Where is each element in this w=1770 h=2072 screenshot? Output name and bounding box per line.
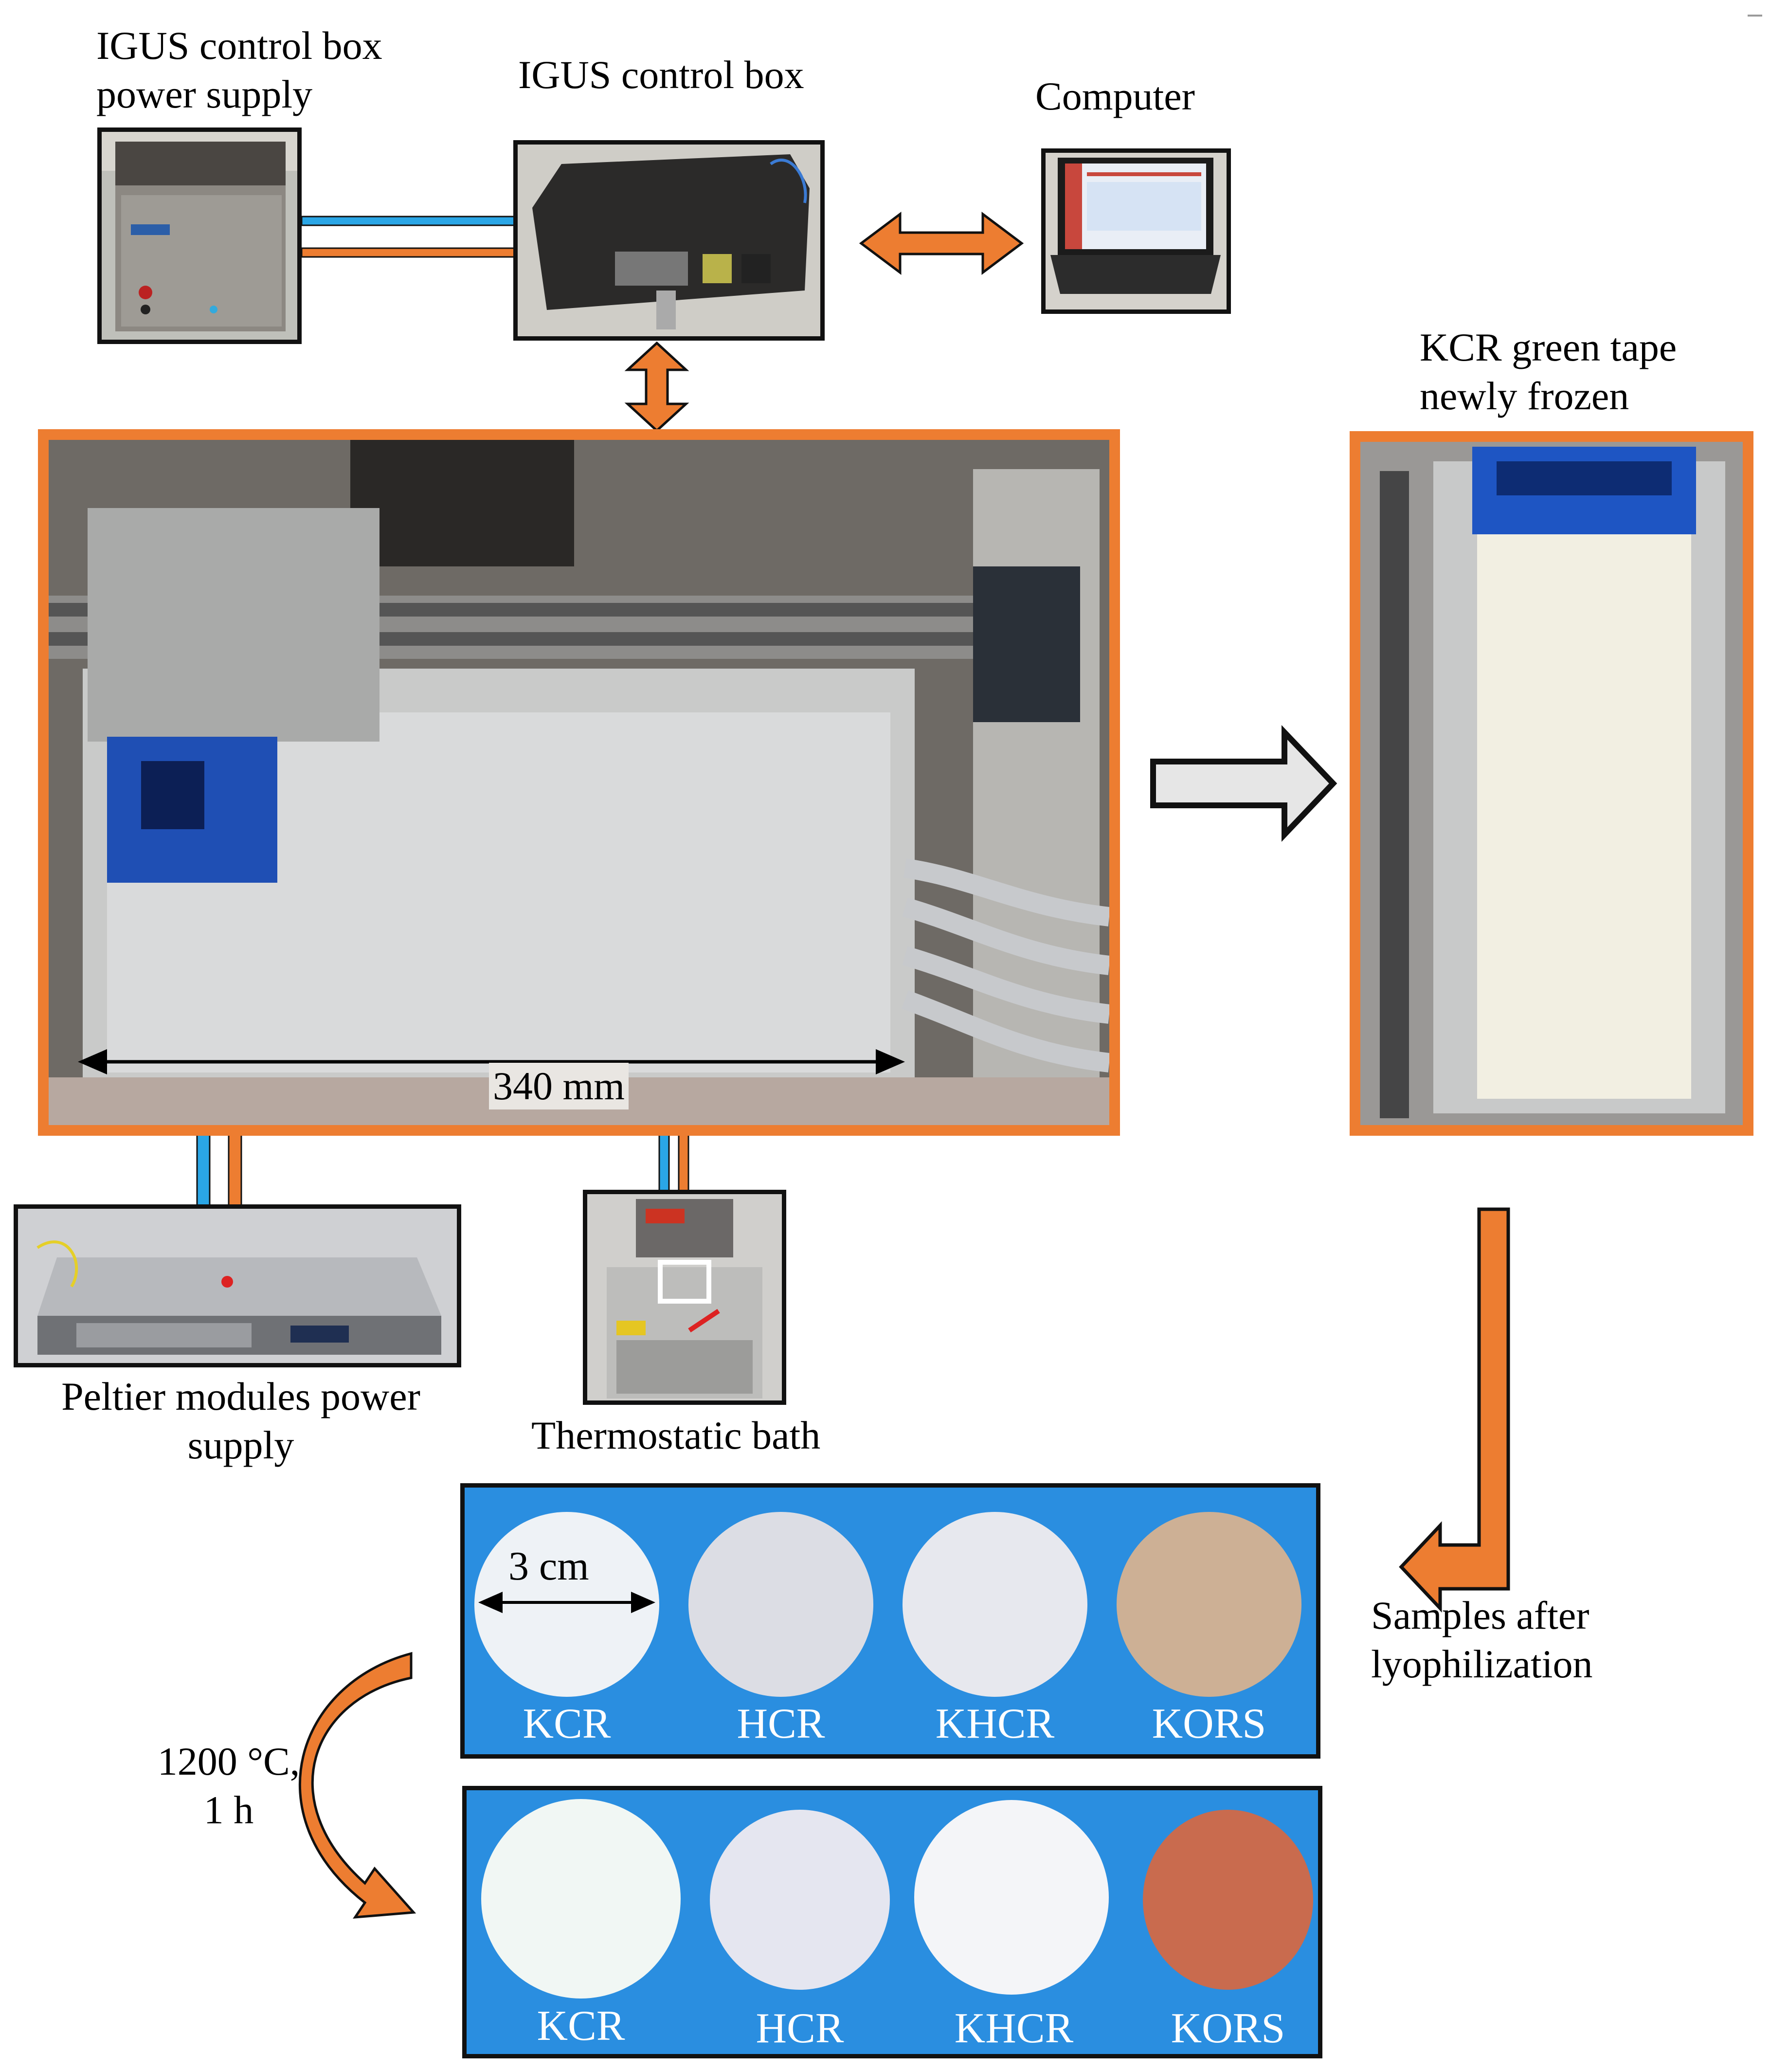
sample-label: HCR [737, 1700, 825, 1747]
kcr-tape-label-line1: KCR green tape [1420, 325, 1677, 369]
power-supply-label-line1: IGUS control box [96, 23, 382, 68]
sintering-label-line2: 1 h [203, 1788, 254, 1832]
thermostatic-bath-label: Thermostatic bath [531, 1413, 821, 1457]
laptop-image [1050, 158, 1221, 294]
freeze-casting-setup-photo: 340 mm [38, 429, 1120, 1136]
samples-label-line2: lyophilization [1371, 1642, 1593, 1686]
sample-disc [474, 1512, 659, 1697]
control-setup-double-arrow [624, 341, 689, 433]
minimize-mark [1748, 15, 1762, 17]
power-supply-photo [97, 127, 302, 344]
process-right-arrow [1150, 725, 1337, 842]
peltier-label-line1: Peltier modules power [61, 1374, 420, 1418]
control-box-label: IGUS control box [518, 53, 804, 97]
sintering-label-line1: 1200 °C, [157, 1739, 300, 1783]
lyophilized-samples-panel: 3 cm KCR HCR KHCR KORS [460, 1483, 1320, 1759]
sintering-label: 1200 °C, 1 h [146, 1737, 311, 1835]
bath-image [587, 1194, 782, 1400]
sample-disc [1143, 1810, 1313, 1990]
power-supply-label-line2: power supply [96, 72, 313, 116]
setup-image [49, 440, 1109, 1125]
control-computer-double-arrow [859, 212, 1024, 275]
power-cables [301, 216, 517, 258]
dimension-3cm-arrow [478, 1592, 655, 1613]
computer-photo [1041, 148, 1231, 314]
sample-disc [688, 1512, 873, 1697]
kcr-green-tape-photo [1350, 431, 1753, 1136]
kcr-tape-label: KCR green tape newly frozen [1420, 323, 1677, 420]
peltier-label: Peltier modules power supply [34, 1372, 448, 1470]
sample-label: KCR [523, 1700, 611, 1747]
sintered-samples-panel: KCR HCR KHCR KORS [462, 1786, 1322, 2058]
sample-disc [481, 1799, 681, 1999]
bath-cables [658, 1133, 689, 1198]
samples-label: Samples after lyophilization [1371, 1591, 1592, 1689]
peltier-supply-photo [14, 1204, 461, 1367]
peltier-label-line2: supply [187, 1423, 294, 1467]
sample-disc [914, 1800, 1109, 1995]
peltier-cables [196, 1133, 242, 1208]
sample-disc [710, 1810, 890, 1990]
sample-label: HCR [756, 2005, 844, 2052]
dimension-340-label: 340 mm [489, 1063, 629, 1109]
sample-disc [903, 1512, 1087, 1697]
sample-label: KHCR [954, 2005, 1074, 2052]
computer-label: Computer [1035, 74, 1195, 118]
kcr-tape-label-line2: newly frozen [1420, 374, 1629, 418]
lyophilization-arrow [1399, 1207, 1510, 1613]
sample-label: KCR [537, 2002, 625, 2050]
samples-label-line1: Samples after [1371, 1593, 1589, 1637]
sample-label: KORS [1152, 1700, 1266, 1747]
sintering-curved-arrow [298, 1652, 416, 1919]
dimension-340-arrow [78, 1049, 905, 1074]
thermostatic-bath-photo [583, 1190, 786, 1405]
sample-label: KHCR [935, 1700, 1055, 1747]
power-supply-label: IGUS control box power supply [96, 21, 382, 119]
tape-image [1360, 442, 1743, 1125]
dimension-3cm-label: 3 cm [508, 1544, 589, 1589]
control-box-photo [513, 140, 825, 341]
sample-label: KORS [1171, 2005, 1285, 2052]
peltier-supply-image [18, 1209, 457, 1363]
power-supply-image [102, 132, 297, 331]
control-box-image [532, 154, 810, 329]
sample-disc [1117, 1512, 1301, 1697]
